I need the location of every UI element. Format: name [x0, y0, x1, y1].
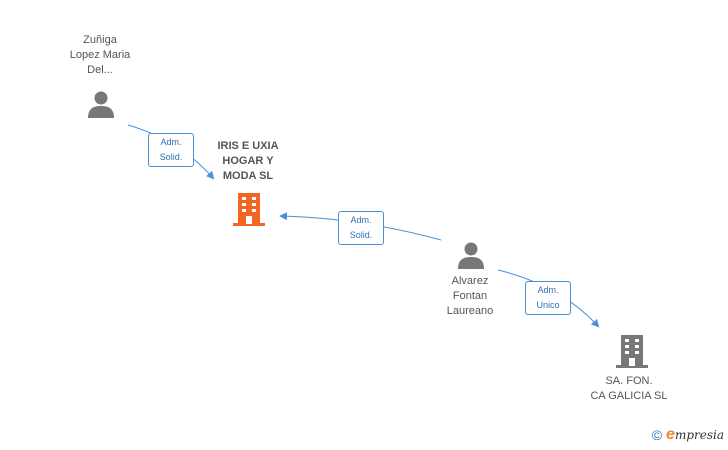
- edge-label-alvarez-iris[interactable]: Adm. Solid.: [338, 211, 384, 245]
- edge-label-zuniga-iris[interactable]: Adm. Solid.: [148, 133, 194, 167]
- person-icon[interactable]: [86, 89, 116, 124]
- node-label-zuniga: Zuñiga Lopez Maria Del...: [69, 34, 131, 76]
- node-label-alvarez: Alvarez Fontan Laureano: [446, 275, 494, 317]
- building-icon[interactable]: [233, 192, 265, 231]
- copyright-icon: ©: [651, 427, 663, 443]
- footer-brand[interactable]: © empresia: [652, 426, 724, 444]
- edge-label-alvarez-safon[interactable]: Adm. Unico: [525, 281, 571, 315]
- node-label-iris: IRIS E UXIA HOGAR Y MODA SL: [217, 140, 279, 182]
- brand-logo: empresia: [666, 426, 724, 443]
- node-label-safon: SA. FON. CA GALICIA SL: [590, 375, 668, 402]
- building-icon[interactable]: [616, 334, 648, 373]
- person-icon[interactable]: [456, 240, 486, 275]
